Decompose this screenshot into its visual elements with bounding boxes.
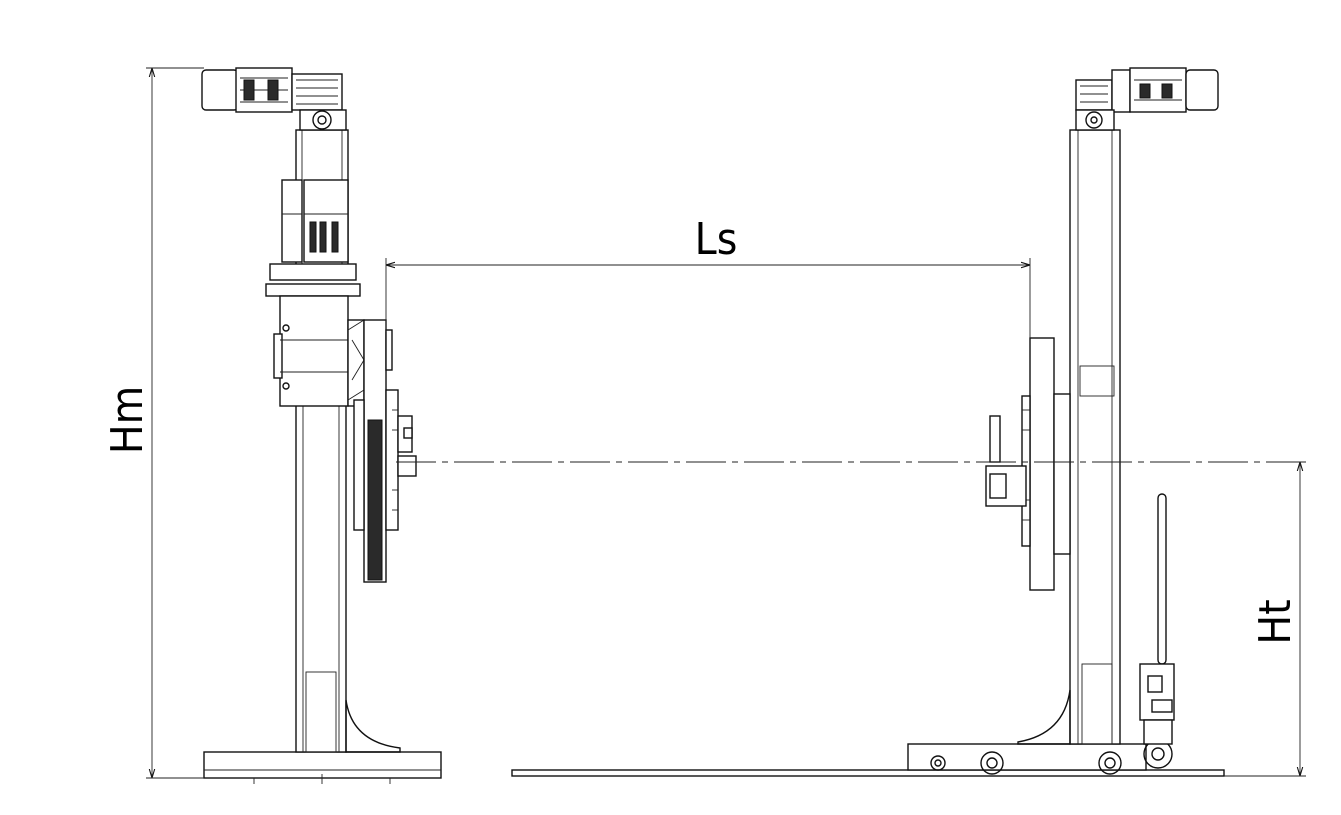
tailstock-column [1069,129,1121,745]
tailstock-faceplate [985,337,1071,591]
dimension-ht: Ht [1224,462,1306,777]
tailstock-jack-handle [1139,493,1175,745]
dimension-ht-label: Ht [1250,599,1301,644]
dimension-hm-label: Hm [102,386,153,454]
headstock-faceplate [353,319,417,583]
headstock-top-gearmotor [201,67,347,131]
headstock-unit [201,67,442,784]
dimension-ls-label: Ls [695,214,738,265]
tailstock-top-gearmotor [1075,67,1219,131]
headstock-base-plate [203,751,442,779]
headstock-drive-motors [265,179,361,297]
tailstock-wheel [1098,751,1122,775]
floor-rail [511,769,1225,777]
headstock-carriage [273,295,365,407]
headstock-column [295,404,347,753]
tailstock-wheel [930,755,946,771]
dimension-ls: Ls [385,214,1031,338]
tailstock-unit [511,67,1225,777]
tailstock-wheel [980,751,1004,775]
dimension-hm: Hm [102,67,204,779]
